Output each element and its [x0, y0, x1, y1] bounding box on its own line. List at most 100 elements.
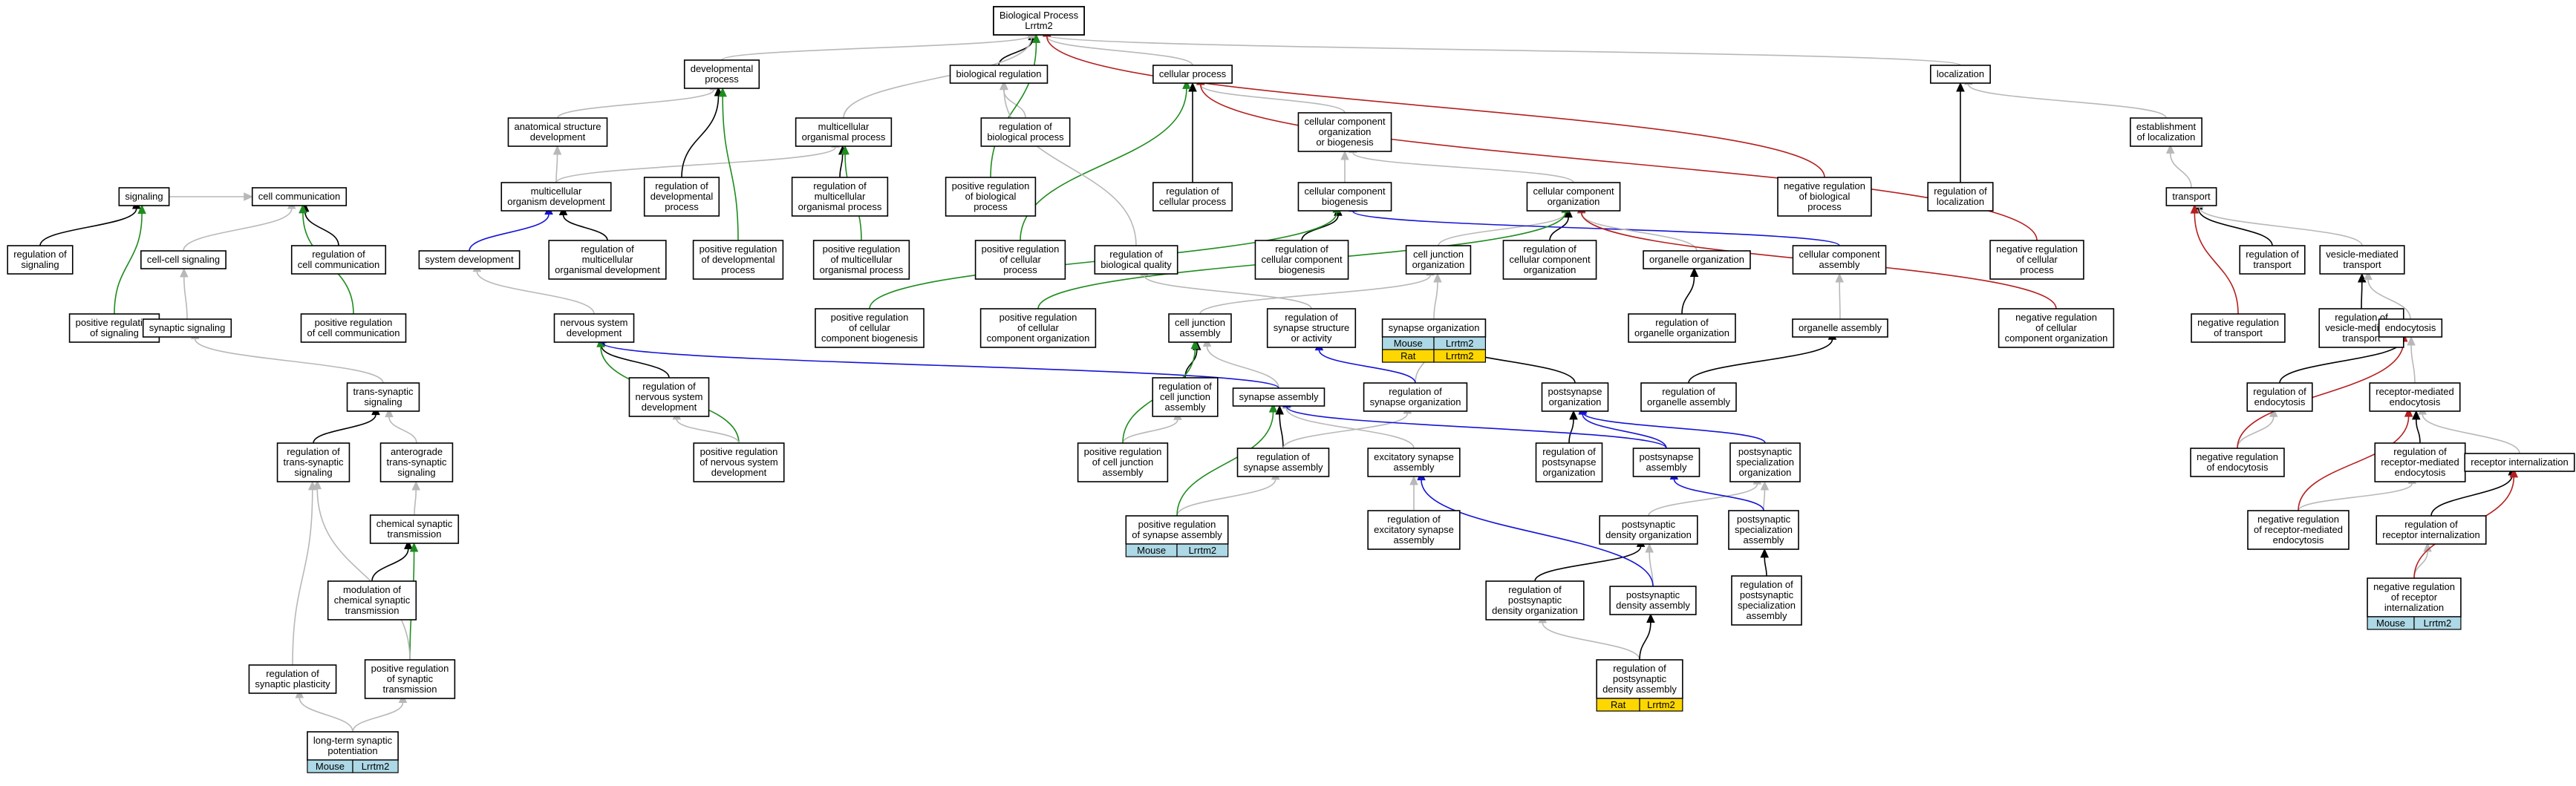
node-signaling[interactable]: signaling [118, 187, 170, 206]
node-label-line: signaling [125, 191, 163, 202]
node-transport[interactable]: transport [2165, 187, 2217, 206]
species-label: Mouse [2376, 618, 2405, 629]
node-organelle-organization[interactable]: organelle organization [1643, 250, 1751, 269]
node-synapse-organization[interactable]: synapse organization [1381, 318, 1487, 338]
node-regulation-of-receptor-mediated-endocytosis[interactable]: regulation ofreceptor-mediatedendocytosi… [2374, 442, 2466, 482]
node-receptor-internalization[interactable]: receptor internalization [2464, 453, 2575, 472]
node-organelle-assembly[interactable]: organelle assembly [1792, 318, 1888, 338]
node-box [1152, 377, 1219, 417]
node-synaptic-signaling[interactable]: synaptic signaling [142, 318, 232, 338]
node-system-development[interactable]: system development [418, 250, 521, 269]
node-label-line: cell communication [298, 259, 380, 270]
node-cell-communication[interactable]: cell communication [251, 187, 348, 206]
gene-label: Lrrtm2 [1189, 545, 1217, 556]
edge-line [843, 38, 1032, 119]
node-biological-regulation[interactable]: biological regulation [949, 65, 1049, 84]
node-box [1297, 182, 1392, 212]
node-cell-cell-signaling[interactable]: cell-cell signaling [140, 250, 226, 269]
node-endocytosis[interactable]: endocytosis [2378, 318, 2443, 338]
node-localization[interactable]: localization [1930, 65, 1991, 84]
edge-line [1200, 85, 2038, 241]
node-regulation-of-postsynaptic-specialization-assembly[interactable]: regulation ofpostsynapticspecializationa… [1731, 575, 1802, 626]
node-cellular-process[interactable]: cellular process [1152, 65, 1233, 84]
node-synapse-assembly[interactable]: synapse assembly [1232, 387, 1326, 407]
node-label-line: synapse organization [1370, 396, 1461, 407]
edge-posregsynassembly-to-regsynassembly [1176, 470, 1280, 517]
node-box [945, 177, 1037, 217]
